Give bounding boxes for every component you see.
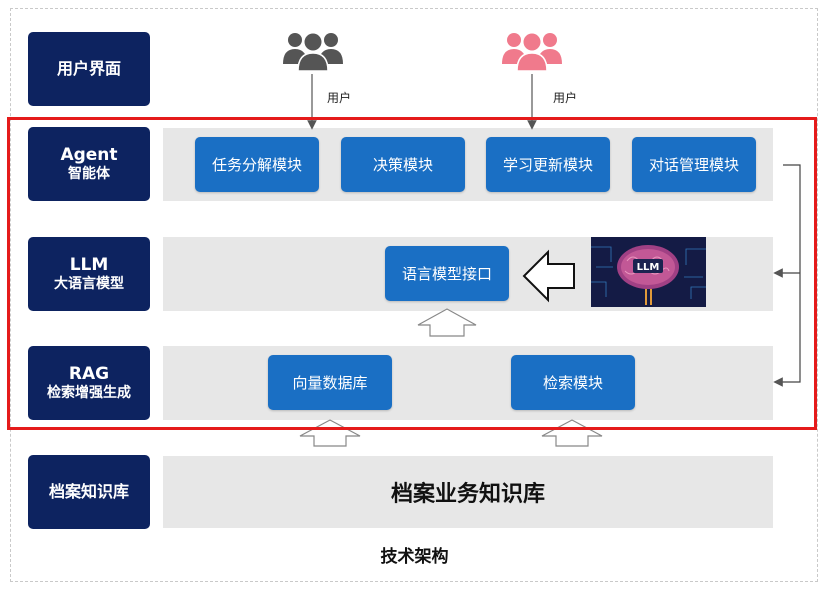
layer-llm-subtitle: 大语言模型 — [54, 275, 124, 292]
layer-rag-subtitle: 检索增强生成 — [47, 384, 131, 401]
user-label-2: 用户 — [553, 91, 578, 105]
layer-label-rag: RAG 检索增强生成 — [28, 346, 150, 420]
module-retrieval: 检索模块 — [511, 355, 635, 410]
rag-band — [163, 346, 773, 420]
layer-ui-title: 用户界面 — [56, 59, 121, 78]
brain-label: LLM — [637, 262, 660, 273]
kb-band — [163, 456, 773, 528]
module-learning-update: 学习更新模块 — [486, 137, 610, 192]
module-task-decomposition: 任务分解模块 — [195, 137, 319, 192]
users-icon — [502, 33, 562, 72]
module-language-model-interface: 语言模型接口 — [385, 246, 509, 301]
layer-kb-title: 档案知识库 — [48, 482, 129, 501]
layer-label-kb: 档案知识库 — [28, 455, 150, 529]
diagram-border — [10, 8, 818, 582]
layer-label-agent: Agent 智能体 — [28, 127, 150, 201]
user-label-1: 用户 — [327, 91, 352, 105]
layer-llm-title: LLM — [69, 254, 109, 275]
module-dialogue-management: 对话管理模块 — [632, 137, 756, 192]
module-decision: 决策模块 — [341, 137, 465, 192]
diagram-caption: 技术架构 — [380, 547, 449, 567]
module-vector-database: 向量数据库 — [268, 355, 392, 410]
llm-brain-image: LLM — [591, 237, 706, 307]
layer-rag-title: RAG — [68, 363, 110, 384]
layer-agent-subtitle: 智能体 — [68, 165, 110, 182]
users-icon — [283, 33, 343, 72]
layer-label-llm: LLM 大语言模型 — [28, 237, 150, 311]
layer-label-ui: 用户界面 — [28, 32, 150, 106]
layer-agent-title: Agent — [60, 144, 118, 165]
brain-icon: LLM — [591, 237, 706, 307]
kb-title: 档案业务知识库 — [390, 482, 545, 507]
